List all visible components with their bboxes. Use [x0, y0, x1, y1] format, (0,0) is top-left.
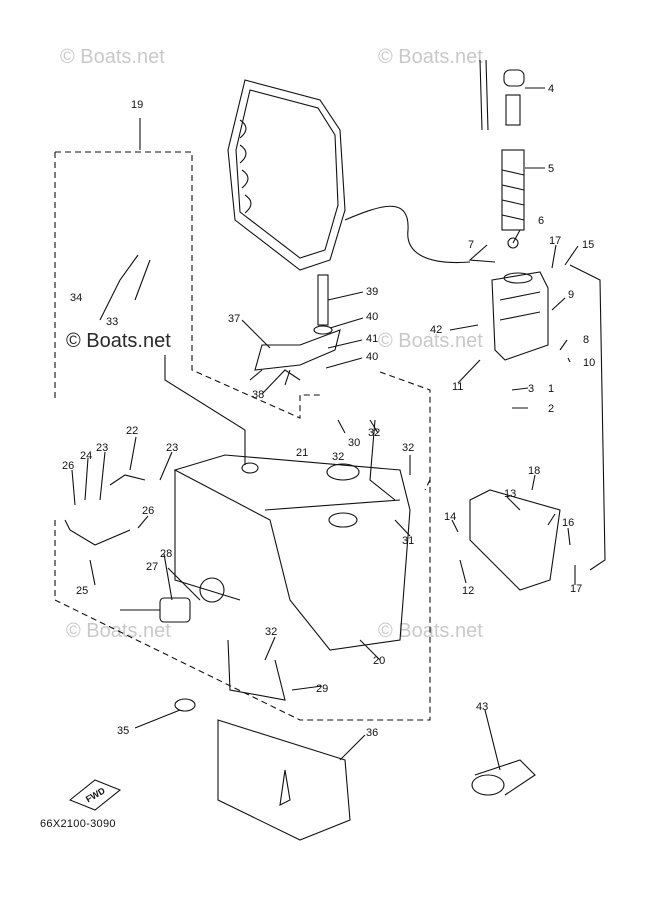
callout-33: 33 — [106, 316, 118, 328]
callout-35: 35 — [117, 725, 129, 737]
callout-32: 32 — [332, 451, 344, 463]
engine-mount-part — [469, 489, 561, 591]
callout-39: 39 — [366, 286, 378, 298]
callout-22: 22 — [126, 425, 138, 437]
callout-labels: 1 2 3 4 5 6 7 8 9 10 11 12 13 14 15 16 1… — [62, 83, 595, 804]
callout-42: 42 — [430, 324, 442, 336]
callout-1: 1 — [548, 383, 554, 395]
callout-40: 40 — [366, 351, 378, 363]
mounting-plate-part — [217, 719, 351, 841]
callout-21: 21 — [296, 447, 308, 459]
watermark: © Boats.net — [378, 46, 483, 68]
callout-7: 7 — [468, 239, 474, 251]
hose-31 — [369, 419, 396, 501]
callout-37: 37 — [228, 313, 240, 325]
watermark: © Boats.net — [378, 330, 483, 352]
callout-4: 4 — [548, 83, 554, 95]
callout-36: 36 — [366, 727, 378, 739]
hose-25 — [64, 519, 131, 546]
callout-38: 38 — [252, 389, 264, 401]
callout-17: 17 — [570, 583, 582, 595]
callout-32: 32 — [368, 427, 380, 439]
hose-left — [164, 355, 246, 465]
callout-16: 16 — [562, 517, 574, 529]
callout-31: 31 — [402, 535, 414, 547]
hose-15 — [569, 264, 606, 571]
clip-part — [174, 698, 196, 712]
callout-2: 2 — [548, 403, 554, 415]
callout-17: 17 — [549, 235, 561, 247]
callout-28: 28 — [160, 548, 172, 560]
callout-15: 15 — [582, 239, 594, 251]
fwd-label: FWD — [84, 785, 107, 804]
grommet-part — [471, 759, 536, 796]
callout-23: 23 — [166, 442, 178, 454]
callout-24: 24 — [80, 450, 92, 462]
bolt-part — [317, 274, 329, 326]
callout-30: 30 — [348, 437, 360, 449]
sub-tank-part — [491, 271, 549, 361]
callout-32: 32 — [402, 442, 414, 454]
callout-14: 14 — [444, 511, 456, 523]
callout-20: 20 — [373, 655, 385, 667]
callout-13: 13 — [504, 488, 516, 500]
callout-26: 26 — [142, 505, 154, 517]
callout-9: 9 — [568, 289, 574, 301]
callout-19: 19 — [131, 99, 143, 111]
engine-cover-part — [227, 79, 471, 271]
callout-8: 8 — [583, 334, 589, 346]
callout-10: 10 — [583, 357, 595, 369]
fwd-arrow-icon — [68, 779, 122, 811]
diagram-code: 66X2100-3090 — [40, 818, 116, 830]
main-oil-tank-part — [173, 454, 411, 651]
callout-40: 40 — [366, 311, 378, 323]
group-20-box — [54, 371, 431, 721]
callout-18: 18 — [528, 465, 540, 477]
hose-22 — [109, 474, 146, 486]
callout-25: 25 — [76, 585, 88, 597]
group-19-box — [55, 151, 320, 419]
callout-11: 11 — [452, 381, 463, 393]
callout-29: 29 — [316, 683, 328, 695]
hose-29 — [227, 639, 286, 701]
callout-34: 34 — [70, 292, 82, 304]
callout-5: 5 — [548, 163, 554, 175]
sensor-rod-part — [479, 59, 525, 249]
callout-6: 6 — [538, 215, 544, 227]
callout-43: 43 — [476, 701, 488, 713]
callout-27: 27 — [146, 561, 158, 573]
watermark: © Boats.net — [60, 46, 165, 68]
callout-32: 32 — [265, 626, 277, 638]
callout-41: 41 — [366, 333, 378, 345]
oil-pump-part — [120, 577, 225, 623]
callout-12: 12 — [462, 585, 474, 597]
callout-23: 23 — [96, 442, 108, 454]
callout-26: 26 — [62, 460, 74, 472]
bracket-part — [254, 329, 341, 371]
callout-3: 3 — [528, 383, 534, 395]
watermark: © Boats.net — [66, 330, 171, 352]
